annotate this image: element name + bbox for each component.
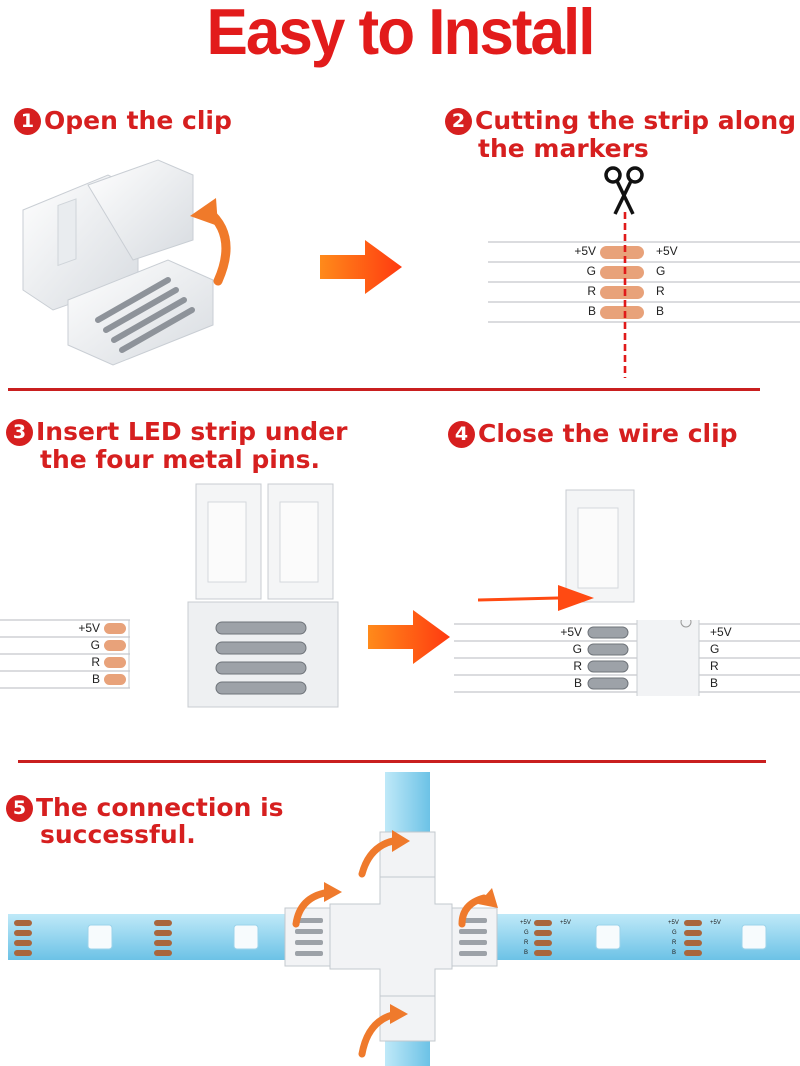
step-5-line2: successful.	[40, 820, 196, 849]
led-strip-end: +5V G R B	[0, 618, 130, 692]
divider-1	[8, 388, 760, 391]
page-title: Easy to Install	[206, 0, 596, 69]
step-4-number: 4	[448, 421, 475, 448]
pin-label-b: B	[91, 672, 100, 686]
step-2-line2: the markers	[478, 134, 649, 163]
pin-label-b-left: B	[573, 676, 582, 690]
step-2-number: 2	[445, 108, 472, 135]
open-clip-front	[187, 483, 339, 708]
clip-lid-open	[565, 489, 635, 603]
step-1-text: Open the clip	[44, 106, 232, 135]
divider-2	[18, 760, 766, 763]
pin-label-r-left: R	[573, 659, 582, 673]
pin-label-5v: +5V	[78, 621, 100, 635]
pin-label-g-left: G	[572, 642, 582, 656]
pin-label-r-left: R	[587, 284, 596, 298]
pin-label-5v-right: +5V	[656, 244, 678, 258]
close-arrow-icon	[478, 585, 594, 611]
step-3-line1: Insert LED strip under	[36, 417, 348, 446]
right-arrow-icon	[368, 610, 450, 664]
tiny-label-g: G	[524, 930, 529, 936]
tiny-label-r: R	[524, 940, 529, 946]
step-2-line1: Cutting the strip along	[475, 106, 797, 135]
pin-label-g-right: G	[656, 264, 666, 278]
tiny-label-5v: +5V	[520, 920, 531, 926]
tiny-label-b: B	[524, 950, 529, 956]
step-1-number: 1	[14, 108, 41, 135]
scissors-icon	[604, 166, 644, 215]
pin-label-b-left: B	[587, 304, 596, 318]
pin-label-g-left: G	[586, 264, 596, 278]
pin-label-r-right: R	[656, 284, 665, 298]
step-4-text: Close the wire clip	[478, 419, 738, 448]
pin-label-b-right: B	[656, 304, 665, 318]
tiny-label-b-3: B	[672, 950, 677, 956]
tiny-label-5v-3: +5V	[668, 920, 679, 926]
pin-label-b-right: B	[710, 676, 719, 690]
curved-arrow-icon	[190, 198, 231, 286]
open-clip-illustration	[22, 159, 214, 366]
pin-label-5v-left: +5V	[560, 625, 582, 639]
cut-line	[623, 212, 627, 378]
step-5-number: 5	[6, 795, 33, 822]
tiny-label-5v-4: +5V	[710, 920, 721, 926]
tiny-label-g-3: G	[672, 930, 677, 936]
pin-label-5v-left: +5V	[574, 244, 596, 258]
pin-label-r: R	[91, 655, 100, 669]
closed-clip-strip: +5V G R B +5V G R B	[454, 620, 800, 696]
step-3-number: 3	[6, 419, 33, 446]
pin-label-r-right: R	[710, 659, 719, 673]
step-5-line1: The connection is	[36, 793, 284, 822]
step-3-line2: the four metal pins.	[40, 445, 321, 474]
pin-label-5v-right: +5V	[710, 625, 732, 639]
tiny-label-5v-2: +5V	[560, 920, 571, 926]
cut-strip: +5V G R B +5V G R B	[488, 240, 800, 326]
right-arrow-icon	[320, 240, 402, 294]
tiny-label-r-3: R	[672, 940, 677, 946]
pin-label-g-right: G	[710, 642, 720, 656]
cross-connector-illustration	[8, 772, 800, 1066]
pin-label-g: G	[90, 638, 100, 652]
